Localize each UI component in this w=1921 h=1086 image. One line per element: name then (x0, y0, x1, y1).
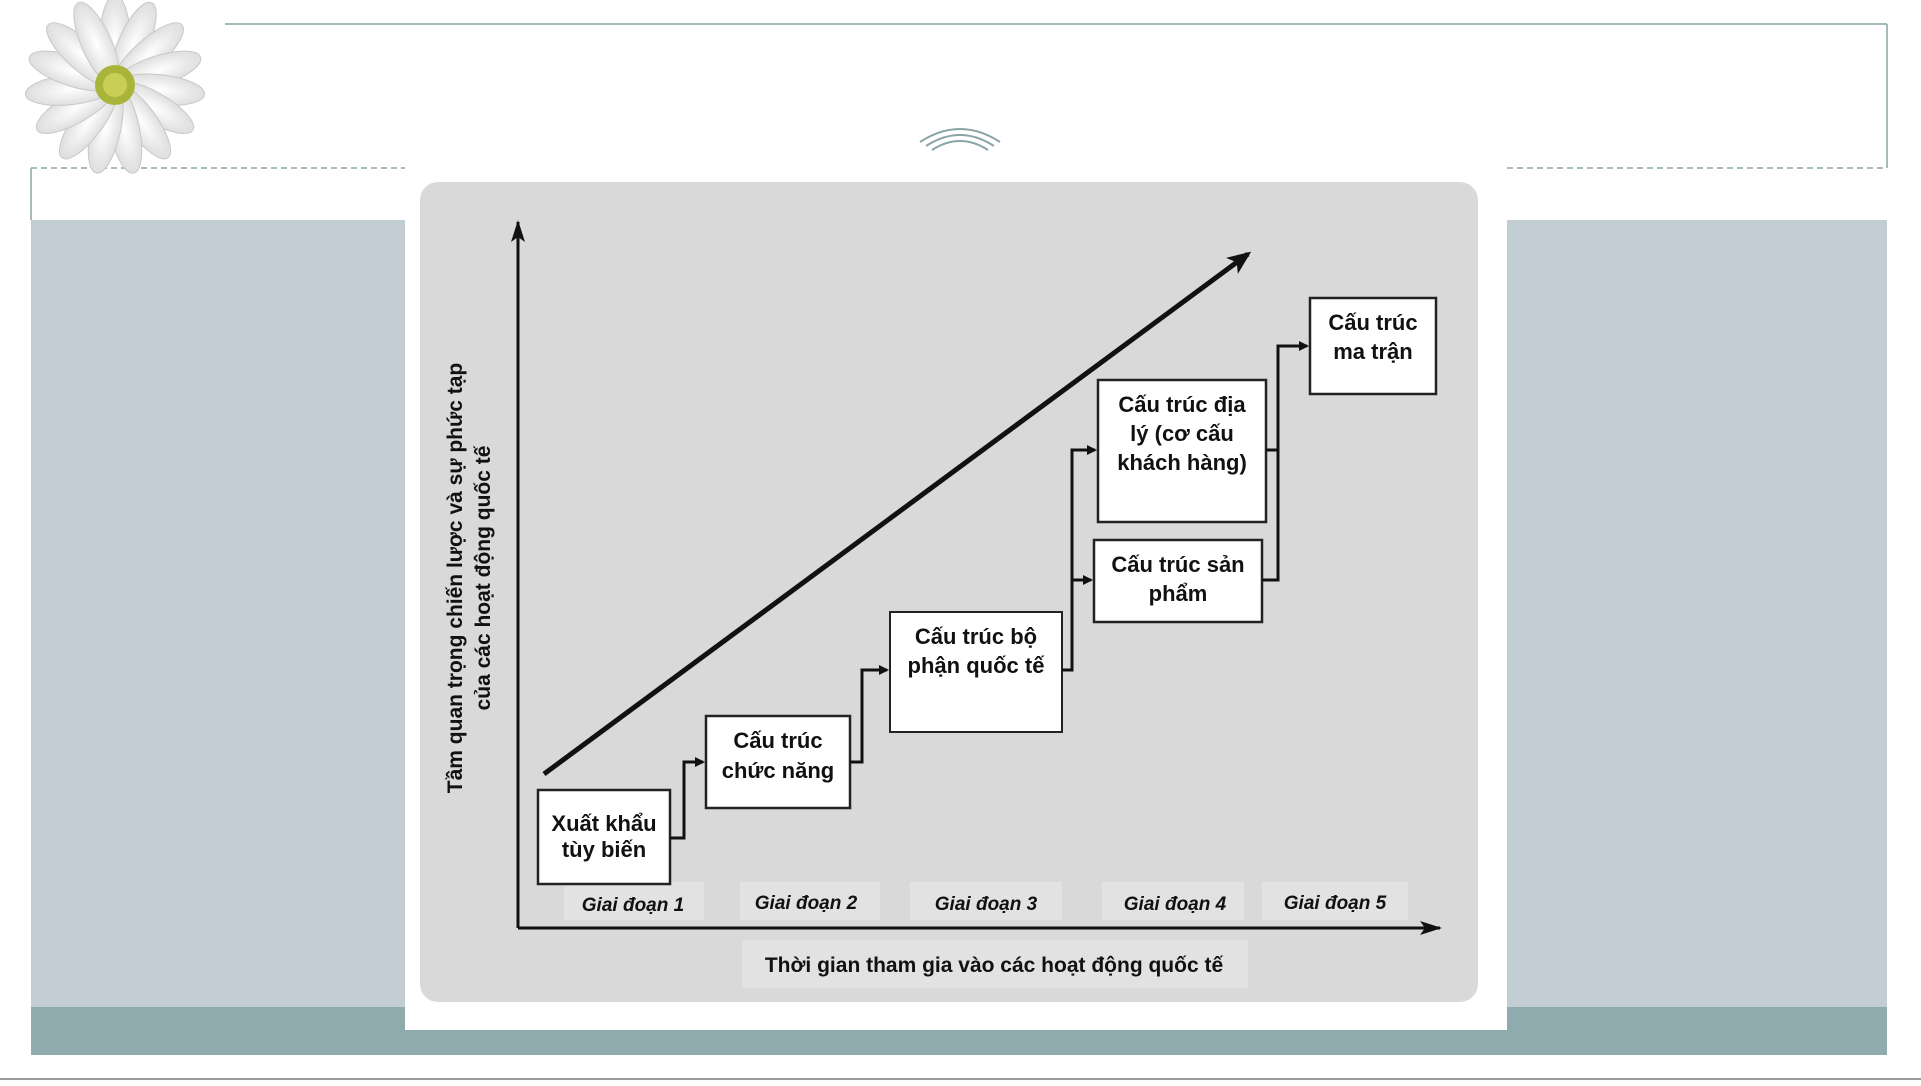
box-matrix-structure (1308, 296, 1438, 396)
connector-4-5 (1262, 341, 1309, 582)
box-functional-structure-line1: Cấu trúc (733, 728, 822, 753)
stage-label-5: Giai đoạn 5 (1284, 893, 1387, 914)
x-axis-label-bg (742, 940, 1248, 988)
connector-1-2 (670, 757, 705, 840)
connectors (670, 341, 1309, 840)
stage-label-4: Giai đoạn 4 (1124, 894, 1227, 915)
box-international-division-line1: Cấu trúc bộ (915, 624, 1037, 649)
stage-boxes: Xuất khẩu tùy biến Cấu trúc chức năng Cấ… (536, 296, 1438, 886)
box-product-structure-line1: Cấu trúc sản (1111, 552, 1244, 577)
box-custom-export (536, 788, 672, 886)
stage-label-bg-3 (910, 882, 1062, 920)
x-axis-label: Thời gian tham gia vào các hoạt động quố… (765, 954, 1224, 977)
axes (511, 220, 1442, 935)
box-custom-export-line2: tùy biến (562, 837, 646, 862)
stage-label-bg-5 (1262, 882, 1408, 920)
box-product-structure-line2: phẩm (1149, 581, 1208, 606)
stage-label-3: Giai đoạn 3 (935, 894, 1038, 915)
connector-3-4a (1062, 445, 1097, 672)
trend-arrow (542, 251, 1252, 777)
box-matrix-structure-line1: Cấu trúc (1328, 310, 1417, 335)
stage-label-bg-1 (564, 882, 704, 920)
y-axis-label-line1: Tầm quan trọng chiến lược và sự phức tạp (444, 363, 467, 793)
box-international-division-line2: phận quốc tế (908, 653, 1046, 678)
connector-2-3 (850, 665, 889, 764)
box-geographic-structure (1096, 378, 1268, 524)
y-axis-label-line2: của các hoạt động quốc tế (472, 445, 495, 710)
stage-label-1: Giai đoạn 1 (582, 895, 684, 916)
stage-label-bg-2 (740, 882, 880, 920)
box-product-structure (1092, 538, 1264, 624)
stage-label-bg-4 (1102, 882, 1244, 920)
box-custom-export-line1: Xuất khẩu (551, 811, 656, 836)
stage-label-2: Giai đoạn 2 (755, 893, 858, 914)
box-functional-structure-line2: chức năng (722, 758, 835, 783)
box-matrix-structure-line2: ma trận (1333, 339, 1412, 364)
stage-labels: Giai đoạn 1 Giai đoạn 2 Giai đoạn 3 Giai… (564, 882, 1408, 920)
daisy-icon (24, 0, 206, 174)
box-functional-structure (704, 714, 852, 810)
box-international-division (889, 611, 1063, 733)
box-geographic-structure-line1: Cấu trúc địa (1118, 392, 1246, 417)
arc-ornament-icon (919, 128, 1001, 151)
box-geographic-structure-line2: lý (cơ cấu (1130, 421, 1234, 446)
box-geographic-structure-line3: khách hàng) (1117, 450, 1247, 475)
